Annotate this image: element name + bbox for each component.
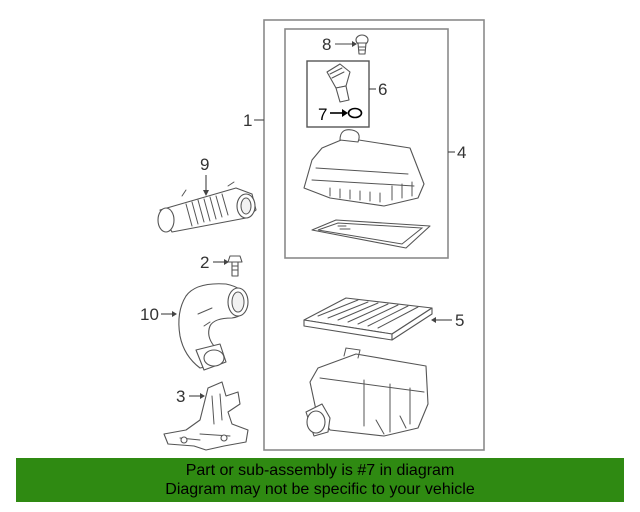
callout-7[interactable]: 7 (318, 105, 327, 124)
callout-10[interactable]: 10 (140, 305, 159, 324)
screw-part-8 (355, 34, 369, 55)
banner-line-1: Part or sub-assembly is #7 in diagram (185, 462, 455, 479)
air-filter-element-part-5 (303, 297, 433, 341)
airflow-sensor-part-6 (326, 63, 351, 103)
parts-diagram: 1 8 6 7 4 5 (140, 19, 485, 451)
leader-2-arrow (224, 259, 229, 265)
assembly-frame (263, 19, 485, 451)
cover-subassembly-frame (284, 28, 449, 259)
cover-gasket-part (311, 219, 431, 249)
callout-3[interactable]: 3 (176, 387, 185, 406)
callout-5[interactable]: 5 (455, 311, 464, 330)
callout-2[interactable]: 2 (200, 253, 209, 272)
bolt-part-2 (227, 255, 243, 277)
callout-9[interactable]: 9 (200, 155, 209, 174)
callout-6[interactable]: 6 (378, 80, 387, 99)
callout-1[interactable]: 1 (243, 111, 252, 130)
bracket-part-3 (163, 381, 249, 451)
air-cleaner-lower-housing-part (305, 347, 429, 437)
leader-10-arrow (172, 311, 177, 317)
callout-8[interactable]: 8 (322, 35, 331, 54)
leader-8-arrow (352, 41, 357, 47)
banner-line-2: Diagram may not be specific to your vehi… (165, 481, 475, 498)
leader-3-arrow (200, 393, 205, 399)
sensor-subassembly-frame (306, 60, 370, 128)
intake-duct-part-9 (157, 181, 257, 233)
air-cleaner-cover-part (303, 129, 425, 207)
intake-hose-part-10 (178, 283, 249, 371)
leader-7-arrow (342, 109, 348, 117)
callout-4[interactable]: 4 (457, 143, 466, 162)
leader-5-arrow (431, 317, 436, 323)
info-banner: Part or sub-assembly is #7 in diagram Di… (16, 458, 624, 502)
o-ring-part-7 (347, 107, 363, 119)
leader-9-arrow (203, 190, 209, 196)
